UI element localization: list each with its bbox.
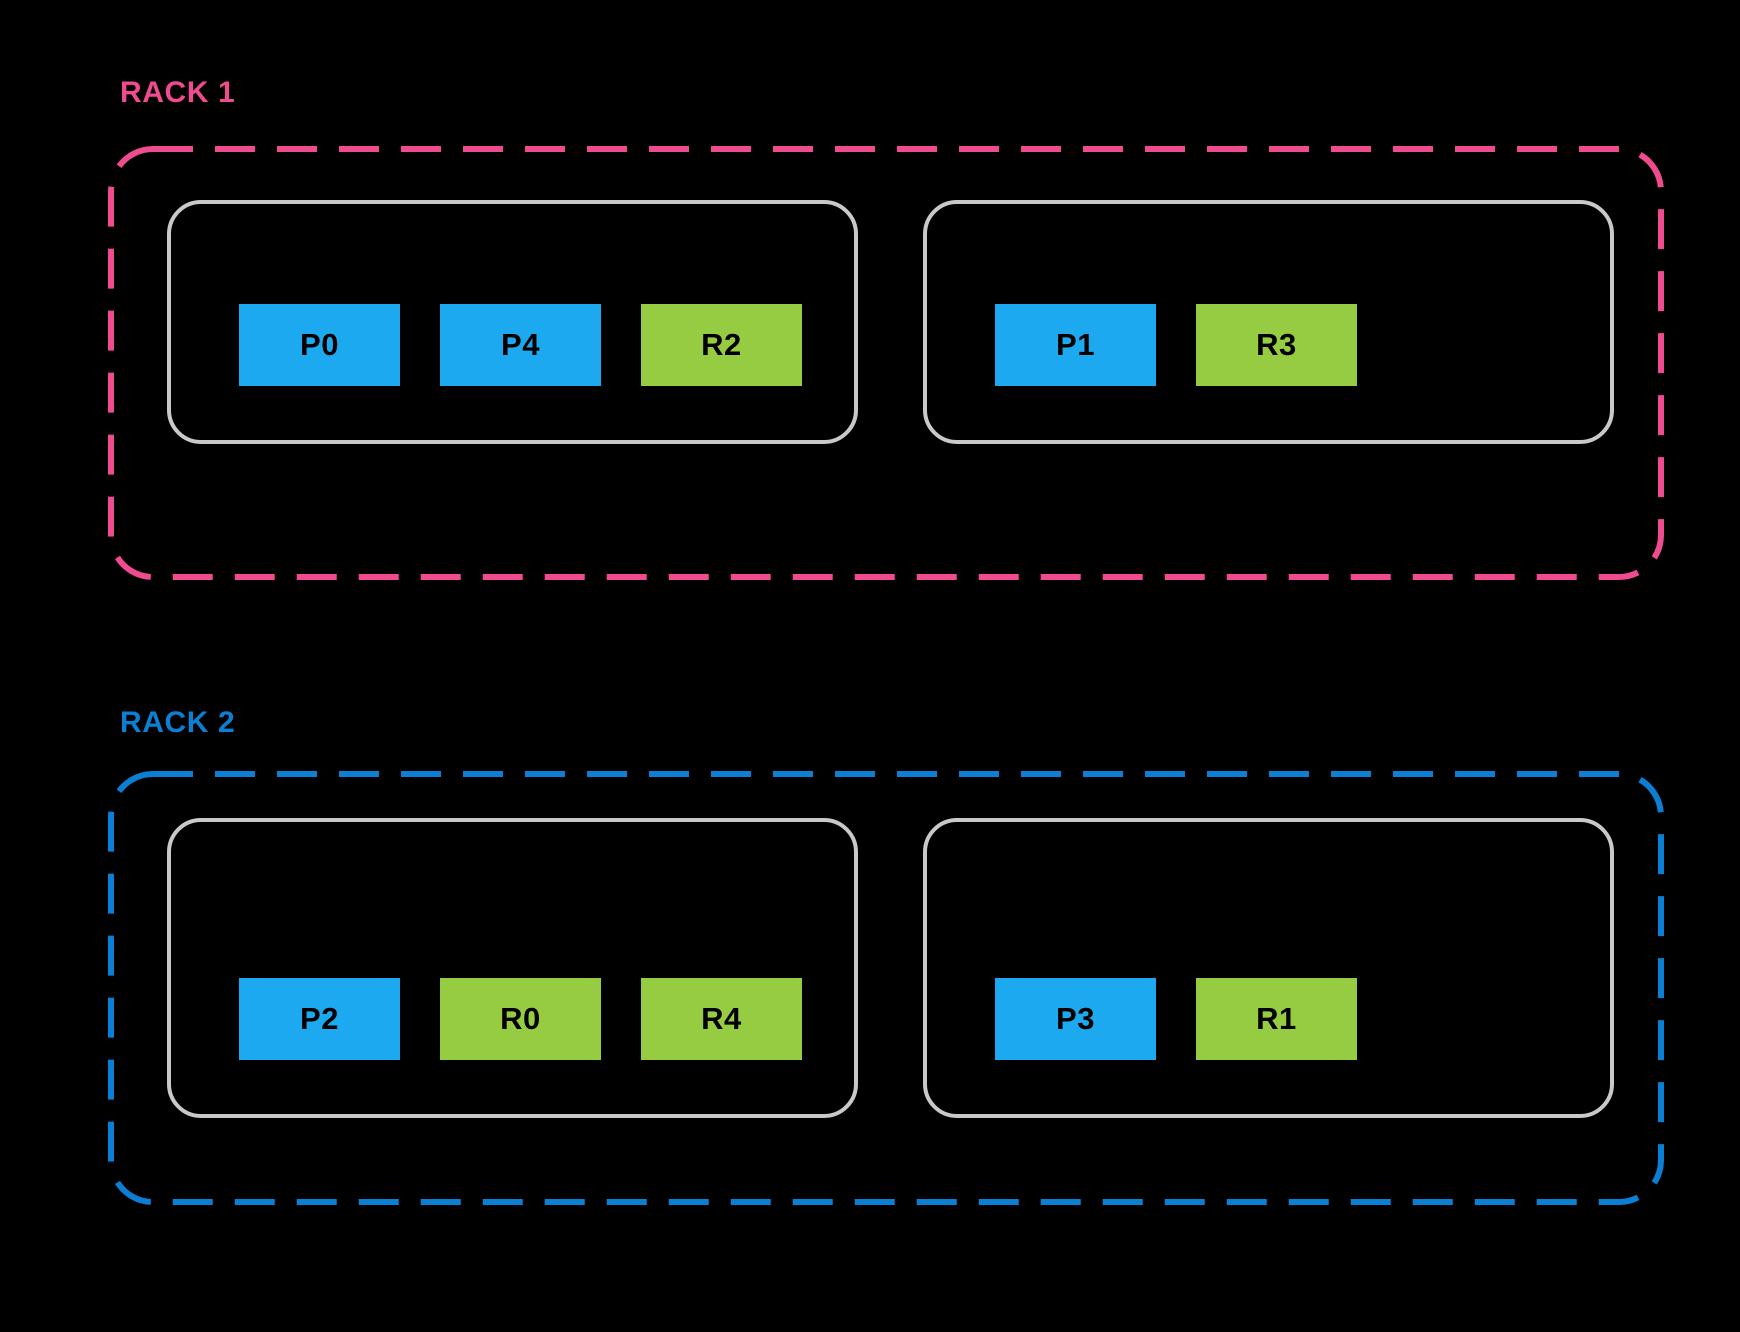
chip-p1[interactable]: P1 xyxy=(995,304,1156,386)
rack-2-label: RACK 2 xyxy=(120,706,236,739)
chip-p4-label: P4 xyxy=(501,327,540,362)
rack-2-dashed-outline xyxy=(108,771,1664,1205)
rack-1-node-2: P1 R3 xyxy=(923,200,1614,444)
chip-r4[interactable]: R4 xyxy=(641,978,802,1060)
chip-p3-label: P3 xyxy=(1056,1001,1095,1036)
rack-1-node-2-chips: P1 R3 xyxy=(927,204,1610,440)
chip-p0-label: P0 xyxy=(300,327,339,362)
chip-r0[interactable]: R0 xyxy=(440,978,601,1060)
chip-r1-label: R1 xyxy=(1256,1001,1297,1036)
rack-1-node-1-chips: P0 P4 R2 xyxy=(171,204,854,440)
rack-2-node-1-chips: P2 R0 R4 xyxy=(171,822,854,1114)
chip-p2[interactable]: P2 xyxy=(239,978,400,1060)
chip-r0-label: R0 xyxy=(500,1001,541,1036)
rack-1-dashed-outline xyxy=(108,146,1664,580)
chip-r3[interactable]: R3 xyxy=(1196,304,1357,386)
chip-r1[interactable]: R1 xyxy=(1196,978,1357,1060)
chip-r2[interactable]: R2 xyxy=(641,304,802,386)
chip-p4[interactable]: P4 xyxy=(440,304,601,386)
rack-2-node-2: P3 R1 xyxy=(923,818,1614,1118)
rack-1-node-1: P0 P4 R2 xyxy=(167,200,858,444)
chip-p0[interactable]: P0 xyxy=(239,304,400,386)
chip-p2-label: P2 xyxy=(300,1001,339,1036)
rack-2-node-1: P2 R0 R4 xyxy=(167,818,858,1118)
chip-p3[interactable]: P3 xyxy=(995,978,1156,1060)
chip-p1-label: P1 xyxy=(1056,327,1095,362)
chip-r4-label: R4 xyxy=(701,1001,742,1036)
chip-r2-label: R2 xyxy=(701,327,742,362)
rack-1-label: RACK 1 xyxy=(120,76,236,109)
chip-r3-label: R3 xyxy=(1256,327,1297,362)
rack-2-node-2-chips: P3 R1 xyxy=(927,822,1610,1114)
